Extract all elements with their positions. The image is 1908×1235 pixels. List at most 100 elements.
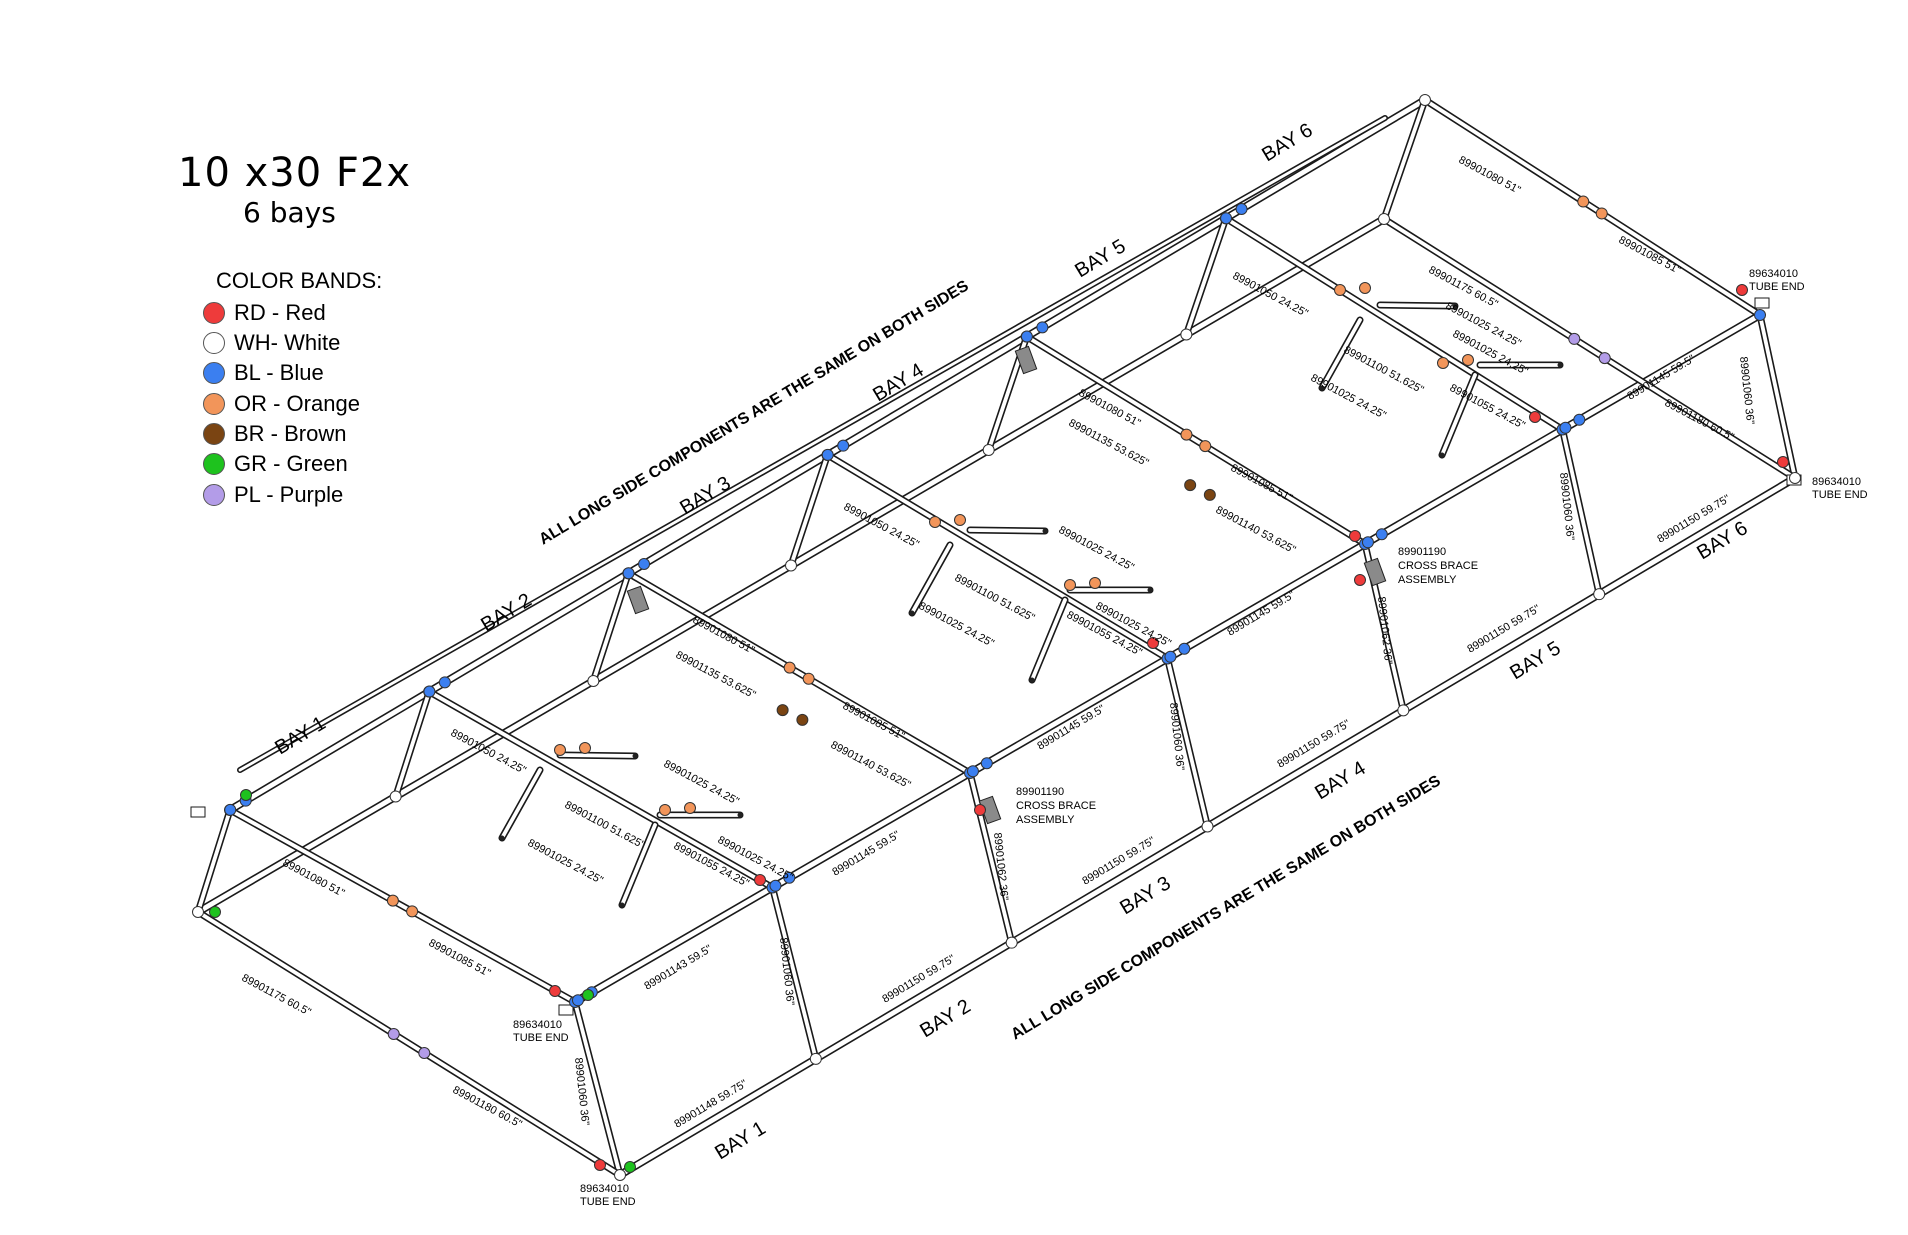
joint-connector (785, 559, 797, 572)
color-band (1036, 321, 1049, 334)
color-band (1595, 207, 1608, 220)
color-band (418, 1047, 431, 1060)
tube-end-label: 89634010 (513, 1019, 562, 1031)
legend-label: PL - Purple (234, 482, 344, 507)
cross-brace-end (1557, 362, 1563, 368)
front-leg-tube (1560, 427, 1602, 597)
color-band (549, 985, 561, 997)
back-leg-tube (393, 689, 432, 799)
color-band (802, 672, 815, 685)
front-leg-tube (770, 885, 818, 1061)
cross-brace-label: 89901190 (1398, 546, 1446, 558)
color-band (754, 874, 766, 886)
legend-item: GR - Green (203, 450, 348, 478)
legend-label: BR - Brown (234, 421, 347, 446)
rafter-tube (1223, 216, 1565, 432)
roof-label: 89901135 53.625" (674, 649, 758, 701)
cross-brace-tube (620, 823, 657, 907)
brace-label: 89901025 24.25" (526, 837, 605, 887)
color-band (966, 765, 979, 778)
color-band (1020, 330, 1033, 343)
color-band (1529, 411, 1541, 423)
legend-swatch (203, 423, 225, 445)
color-band (1235, 203, 1248, 216)
color-band-layer (209, 195, 1789, 1173)
legend-swatch (203, 362, 225, 384)
joint-connector (587, 675, 600, 687)
tube-end-label: 89634010 (1812, 476, 1861, 488)
color-band (594, 1159, 606, 1171)
color-band (571, 994, 584, 1007)
joint-connector (1593, 588, 1606, 601)
cross-brace-label: ASSEMBLY (1398, 574, 1457, 586)
color-band (638, 558, 651, 571)
cross-brace-end (619, 902, 625, 908)
joint-connector (1419, 94, 1431, 106)
legend-label: WH- White (234, 330, 341, 355)
brace-label: 89901025 24.25" (662, 758, 741, 808)
cross-brace-label: CROSS BRACE (1398, 560, 1478, 572)
legend-item: WH- White (203, 329, 340, 357)
end-base-tube (196, 910, 622, 1177)
color-band (1354, 574, 1366, 586)
legend-swatch (203, 332, 225, 354)
joint-connector (1180, 328, 1193, 341)
legend-label: GR - Green (234, 451, 348, 476)
legend-label: OR - Orange (234, 391, 360, 416)
rafter-tube (825, 453, 1170, 661)
color-band (659, 804, 671, 816)
legend-label: RD - Red (234, 300, 326, 325)
bay-label-front: BAY 2 (916, 995, 974, 1042)
color-band (554, 744, 566, 756)
cross-brace-tube (1378, 303, 1457, 308)
back-leg-tube (1184, 216, 1228, 337)
color-band (1359, 282, 1371, 294)
rafter-label: 89901085 51" (841, 700, 907, 743)
tube-end-cap (558, 1004, 574, 1016)
leg-label: 89901060 36" (777, 937, 796, 1006)
tube-end-label: TUBE END (513, 1032, 569, 1044)
end-label: 89901180 60.5" (1663, 397, 1736, 444)
ridge-label: 89901050 24.25" (449, 727, 528, 777)
color-band (821, 448, 834, 461)
tube-end-cap (1754, 297, 1770, 309)
ridge-label: 89901050 24.25" (1231, 270, 1310, 320)
front-leg-tube (1165, 656, 1210, 829)
tube-end-label: 89634010 (580, 1183, 629, 1195)
cross-brace-end (632, 753, 638, 759)
end-rafter-tube (228, 808, 577, 1004)
cross-brace-end (499, 835, 505, 841)
legend-label: BL - Blue (234, 360, 324, 385)
rafter-label: 89901080 51" (281, 857, 347, 900)
color-band (386, 894, 399, 907)
color-band (1199, 440, 1212, 453)
color-band (582, 989, 594, 1001)
color-band (240, 789, 252, 801)
color-band (1361, 536, 1374, 549)
legend-swatch (203, 393, 225, 415)
color-band (974, 804, 986, 816)
color-band (406, 905, 419, 918)
tube-end-cap (190, 806, 206, 818)
color-band (776, 704, 789, 717)
legend-item: BR - Brown (203, 420, 346, 448)
rafter-label: 89901080 51" (1457, 154, 1523, 197)
cross-brace-tube (968, 528, 1047, 533)
color-band (1349, 530, 1361, 542)
cross-brace-tube (558, 753, 637, 758)
tube-end-label: TUBE END (580, 1196, 636, 1208)
joint-connector (1201, 820, 1214, 833)
brace-label: 89901025 24.25" (917, 600, 996, 650)
color-band (1437, 357, 1449, 369)
front-leg-tube (573, 1000, 622, 1177)
rafter-tube (1024, 334, 1367, 546)
color-band (1462, 354, 1474, 366)
color-band (1577, 195, 1590, 208)
color-band (684, 802, 696, 814)
cross-brace-tube (1030, 598, 1067, 682)
page-title: 10 x30 F2x (178, 150, 412, 196)
cross-brace-label: ASSEMBLY (1016, 814, 1075, 826)
cross-brace-layer (498, 301, 1564, 909)
color-band (954, 514, 966, 526)
